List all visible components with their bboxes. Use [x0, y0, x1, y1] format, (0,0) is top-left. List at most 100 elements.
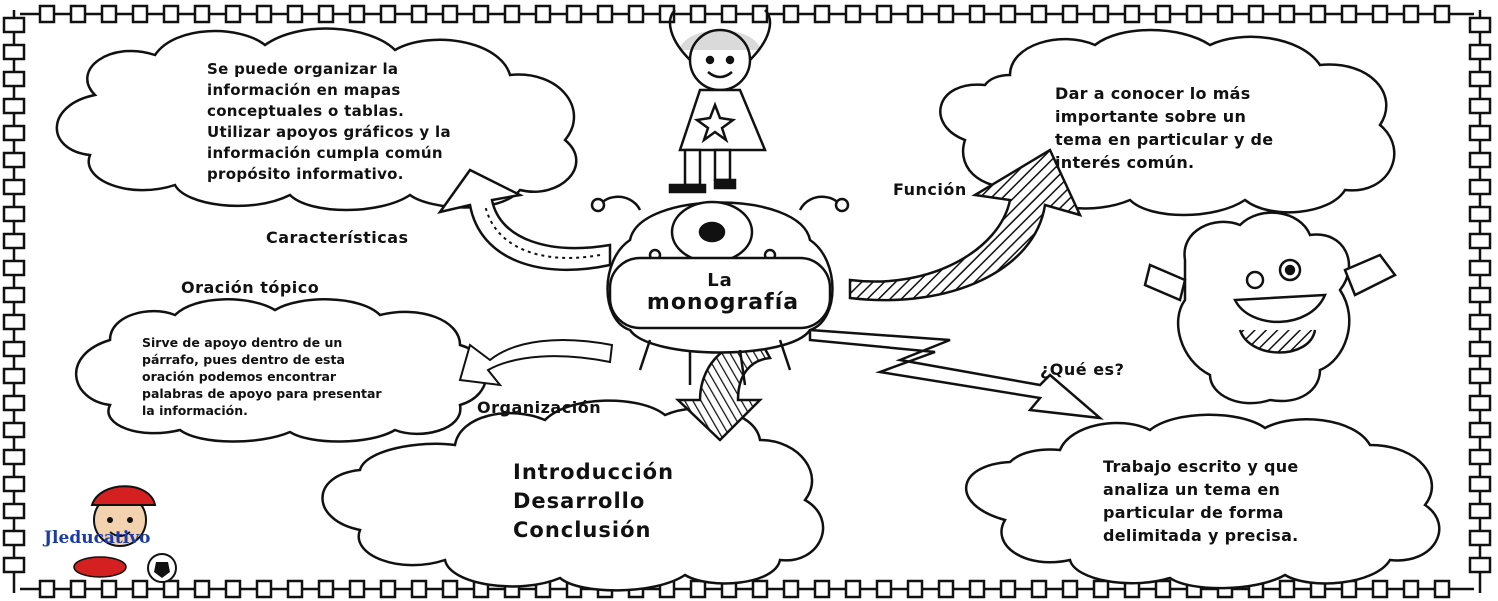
border-link [1092, 4, 1110, 24]
text-line: palabras de apoyo para presentar [142, 386, 382, 401]
border-link [1216, 4, 1234, 24]
text-line: conceptuales o tablas. [207, 102, 405, 120]
border-link [162, 4, 180, 24]
border-link [1061, 4, 1079, 24]
border-link [1371, 579, 1389, 599]
label-que-es: ¿Qué es? [1040, 360, 1125, 379]
border-link [1468, 70, 1492, 88]
label-caracteristicas: Características [266, 228, 409, 247]
text-line: importante sobre un [1055, 107, 1247, 126]
border-link [565, 4, 583, 24]
border-link [100, 4, 118, 24]
border-link [720, 4, 738, 24]
border-link [1468, 340, 1492, 358]
border-link [1433, 4, 1451, 24]
right-monster-illustration [1143, 211, 1397, 405]
border-link [2, 448, 26, 466]
border-link [1468, 421, 1492, 439]
logo-text: Jleducativo [44, 528, 151, 548]
border-link [317, 579, 335, 599]
arrow-caracteristicas [437, 168, 612, 272]
cloud-que-es [964, 413, 1441, 590]
cloud-funcion-text: Dar a conocer lo más importante sobre un… [1055, 82, 1273, 174]
border-link [2, 286, 26, 304]
label-funcion: Función [893, 180, 967, 199]
border-link [2, 502, 26, 520]
border-link [2, 205, 26, 223]
border-link [1468, 448, 1492, 466]
text-line: Dar a conocer lo más [1055, 84, 1251, 103]
text-line: información cumpla común [207, 144, 443, 162]
border-link [2, 421, 26, 439]
border-link [937, 579, 955, 599]
border-link [410, 4, 428, 24]
border-link [2, 313, 26, 331]
border-link [131, 4, 149, 24]
cloud-organizacion-text: Introducción Desarrollo Conclusión [513, 458, 674, 545]
text-line: Se puede organizar la [207, 60, 399, 78]
text-line: la información. [142, 403, 248, 418]
border-link [1468, 178, 1492, 196]
border-link [1468, 475, 1492, 493]
text-line: particular de forma [1103, 503, 1284, 522]
border-link [1371, 4, 1389, 24]
border-link [751, 4, 769, 24]
border-link [2, 340, 26, 358]
border-link [906, 579, 924, 599]
border-link [1468, 367, 1492, 385]
border-link [317, 4, 335, 24]
border-link [534, 4, 552, 24]
border-link [2, 232, 26, 250]
border-link [348, 4, 366, 24]
border-link [1468, 394, 1492, 412]
border-link [782, 579, 800, 599]
border-link [1468, 124, 1492, 142]
border-link [100, 579, 118, 599]
border-link [2, 151, 26, 169]
text-line: Introducción [513, 460, 675, 484]
border-link [193, 579, 211, 599]
border-link [1309, 4, 1327, 24]
border-link [2, 16, 26, 34]
border-link [1185, 4, 1203, 24]
border-link [689, 579, 707, 599]
border-link [1468, 529, 1492, 547]
text-line: información en mapas [207, 81, 401, 99]
border-link [162, 579, 180, 599]
label-organizacion: Organización [477, 398, 602, 417]
border-link [379, 4, 397, 24]
border-link [2, 556, 26, 574]
border-link [286, 579, 304, 599]
border-link [503, 4, 521, 24]
border-link [2, 529, 26, 547]
label-oracion-topico: Oración tópico [181, 278, 320, 297]
text-line: oración podemos encontrar [142, 369, 337, 384]
border-link [1092, 579, 1110, 599]
border-link [410, 579, 428, 599]
border-link [844, 4, 862, 24]
border-link [1433, 579, 1451, 599]
border-link [813, 579, 831, 599]
border-link [1468, 232, 1492, 250]
border-link [1468, 313, 1492, 331]
border-link [2, 394, 26, 412]
border-link [596, 4, 614, 24]
border-link [2, 367, 26, 385]
border-link [131, 579, 149, 599]
border-link [2, 97, 26, 115]
text-line: tema en particular y de [1055, 130, 1274, 149]
border-link [38, 4, 56, 24]
text-line: interés común. [1055, 153, 1195, 172]
border-link [348, 579, 366, 599]
border-link [2, 70, 26, 88]
border-link [255, 4, 273, 24]
text-line: Trabajo escrito y que [1103, 457, 1299, 476]
border-link [1340, 579, 1358, 599]
border-link [1061, 579, 1079, 599]
border-link [224, 4, 242, 24]
border-link [1468, 151, 1492, 169]
border-link [2, 43, 26, 61]
border-link [1278, 579, 1296, 599]
border-link [627, 4, 645, 24]
